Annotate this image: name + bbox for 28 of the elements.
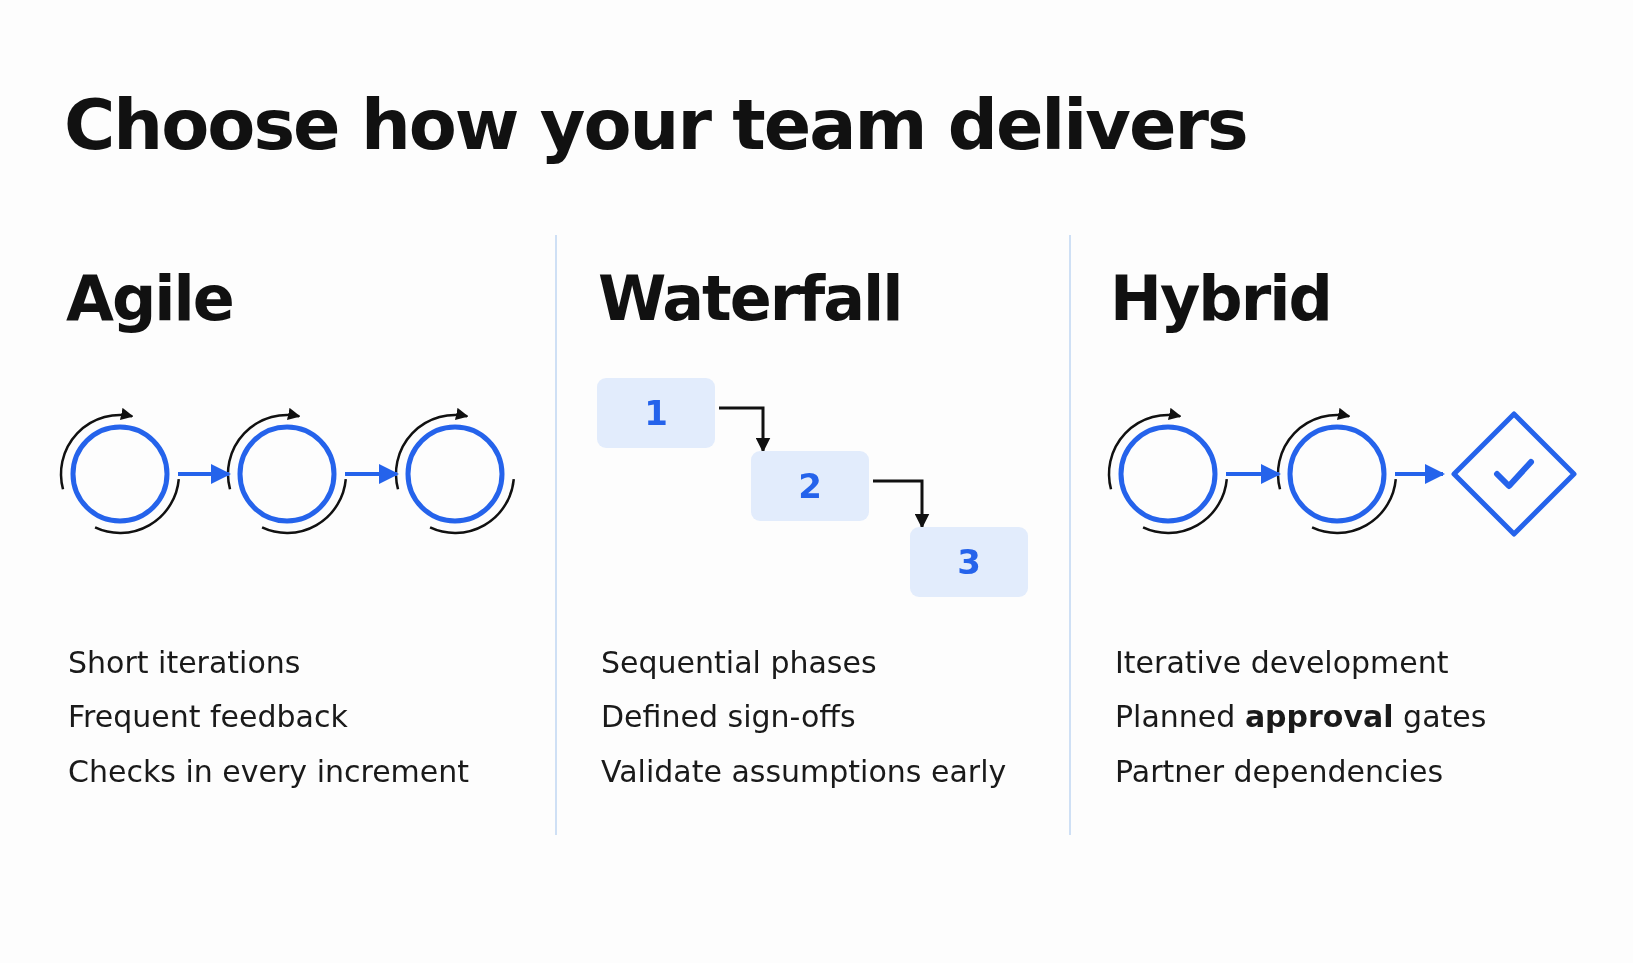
iteration-circle (405, 424, 505, 524)
arrow (1395, 464, 1445, 484)
step-box: 3 (910, 527, 1028, 597)
step-box: 1 (597, 378, 715, 448)
iteration-circle (1287, 424, 1387, 524)
title: Choose how your team delivers (64, 84, 1247, 166)
feature-text: Frequent feedback (68, 699, 348, 734)
arrow (1226, 464, 1281, 484)
column-heading: Agile (66, 262, 233, 335)
iteration-circle (237, 424, 337, 524)
feature-text: Partner dependencies (1115, 754, 1443, 789)
step-box: 2 (751, 451, 869, 521)
arrow (719, 406, 771, 453)
column-heading: Waterfall (598, 262, 902, 335)
arrow (345, 464, 399, 484)
feature-text: Checks in every increment (68, 754, 470, 789)
feature-text: Iterative development (1115, 645, 1449, 680)
feature-text: Short iterations (68, 645, 301, 680)
iteration-circle (1118, 424, 1218, 524)
feature-text: Sequential phases (601, 645, 877, 680)
approval-diamond (1451, 411, 1577, 537)
feature-text: Validate assumptions early (601, 754, 1007, 789)
column-heading: Hybrid (1110, 262, 1331, 335)
feature-text: Defined sign-offs (601, 699, 856, 734)
feature-text: Planned approval gates (1115, 699, 1487, 734)
iteration-circle (70, 424, 170, 524)
arrow (873, 479, 930, 529)
arrow (178, 464, 231, 484)
